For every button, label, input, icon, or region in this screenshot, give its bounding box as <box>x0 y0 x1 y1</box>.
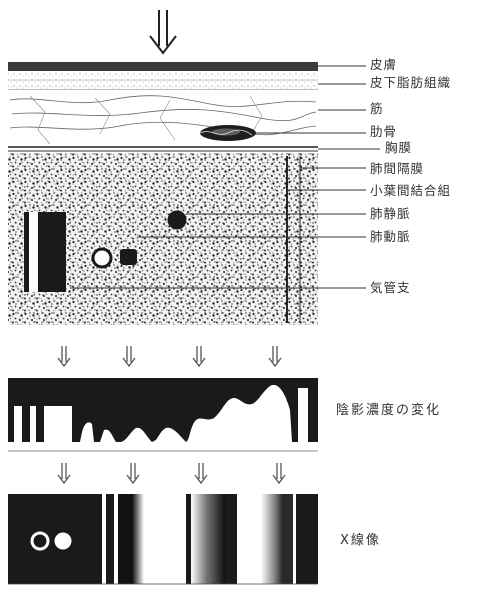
label-bronchus: 気管支 <box>370 280 411 295</box>
stage-arrows-row-1 <box>57 346 282 368</box>
double-down-arrow-icon <box>272 463 286 485</box>
bronchus-vessel-left <box>24 212 66 292</box>
double-down-arrow-icon <box>122 346 136 368</box>
double-down-arrow-icon <box>192 346 206 368</box>
double-down-arrow-icon <box>57 346 71 368</box>
label-muscle: 筋 <box>370 101 384 116</box>
incident-ray-double-arrow-icon <box>149 10 177 55</box>
muscle-layer <box>8 90 318 146</box>
pulmonary-artery <box>120 249 137 265</box>
label-subcutaneous-fat: 皮下脂肪組織 <box>370 75 452 90</box>
label-pulmonary-artery: 肺動脈 <box>370 229 411 244</box>
subcutaneous-fat-layer <box>8 71 318 90</box>
double-down-arrow-icon <box>268 346 282 368</box>
skin-layer <box>8 62 318 71</box>
label-pleura: 胸膜 <box>385 140 413 155</box>
double-down-arrow-icon <box>126 463 140 485</box>
label-interlobular-tissue: 小葉間結合組 <box>370 183 452 198</box>
label-xray-image: X線像 <box>340 533 381 548</box>
bronchus-ring <box>91 247 113 269</box>
double-down-arrow-icon <box>194 463 208 485</box>
double-down-arrow-icon <box>57 463 71 485</box>
shadow-density-profile <box>8 378 318 442</box>
label-pulmonary-vein: 肺静脈 <box>370 206 411 221</box>
label-rib: 肋骨 <box>370 124 398 139</box>
leader-lines <box>70 65 380 289</box>
tissue-cross-section <box>8 62 318 325</box>
stage-arrows-row-2 <box>57 463 286 485</box>
rib <box>199 125 256 141</box>
label-skin: 皮膚 <box>370 57 398 72</box>
label-alveolar-septum: 肺間隔膜 <box>370 161 425 176</box>
xray-image <box>8 494 318 585</box>
label-shadow-density-change: 陰影濃度の変化 <box>336 403 442 418</box>
pulmonary-vein <box>167 210 187 230</box>
